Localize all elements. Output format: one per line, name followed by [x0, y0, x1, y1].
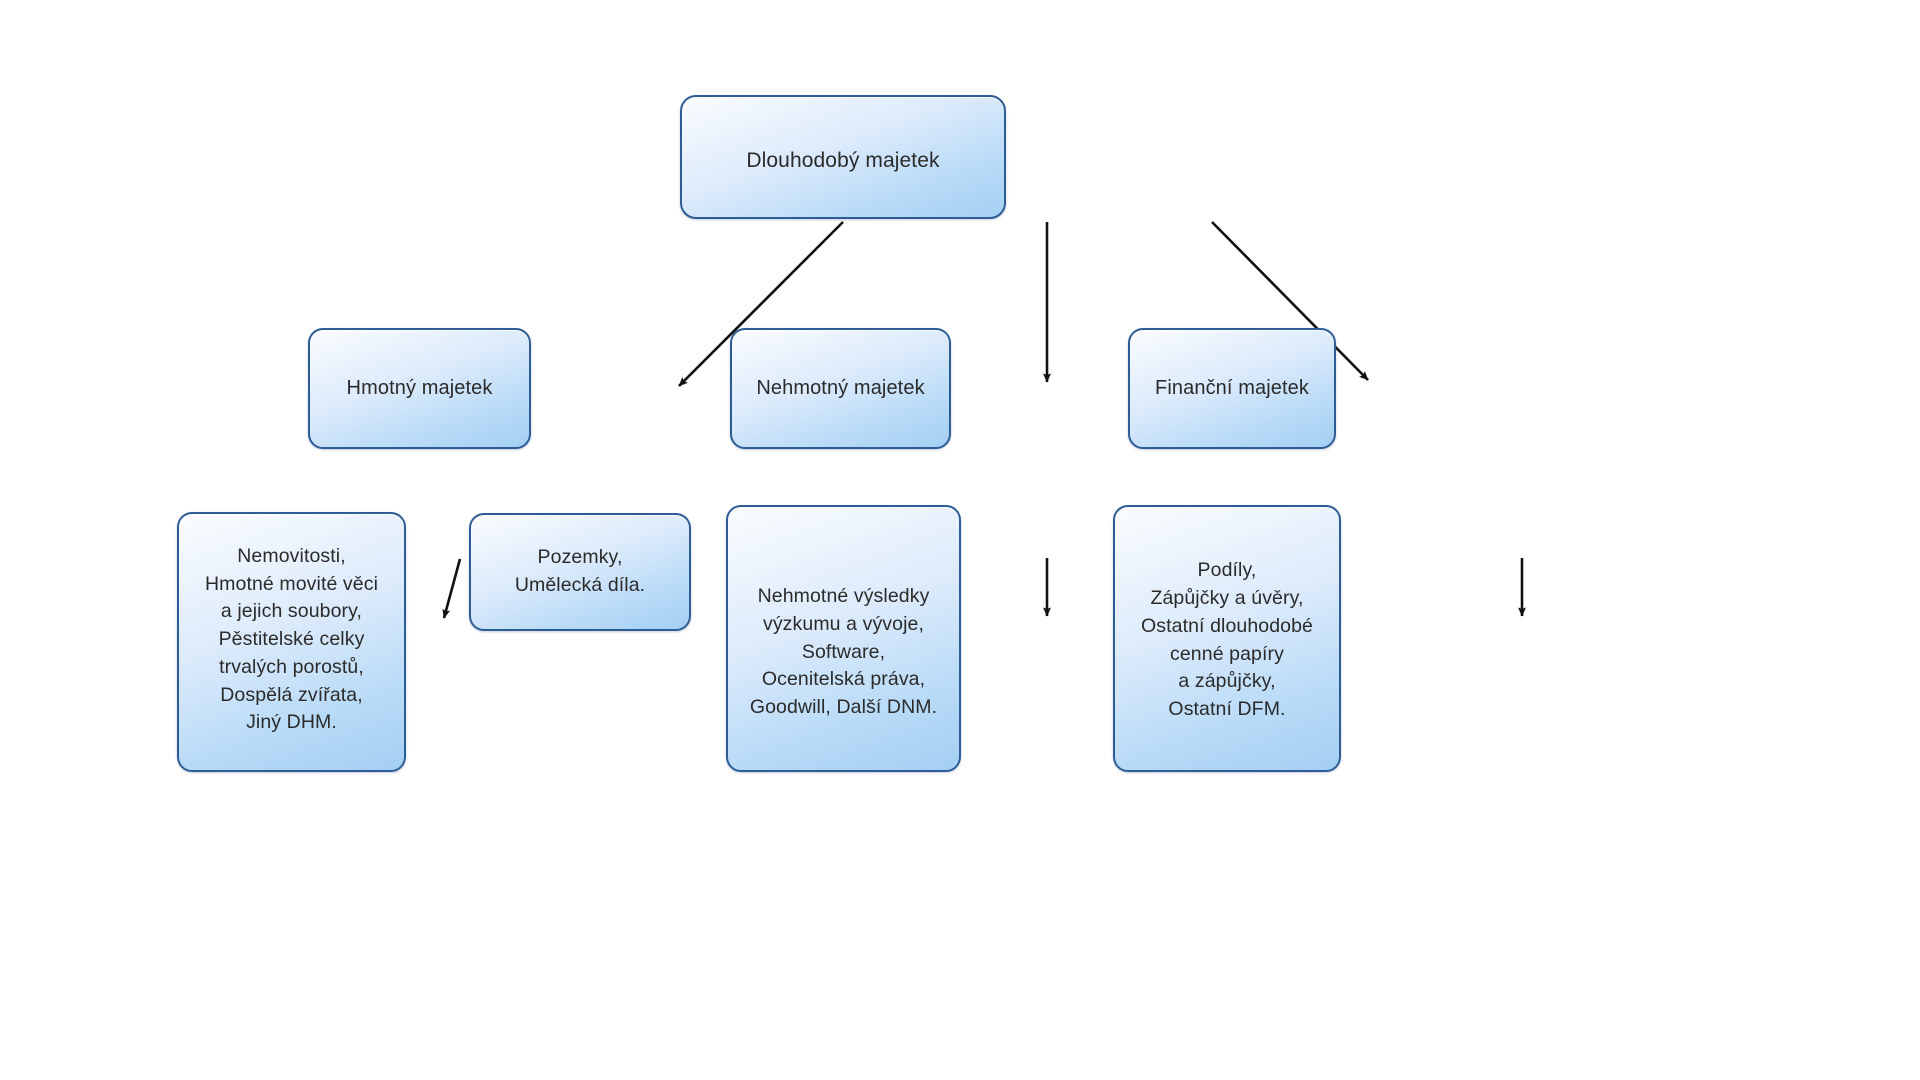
- node-nehmotny-majetek[interactable]: Nehmotný majetek: [730, 328, 951, 449]
- node-label: Nehmotné výsledky výzkumu a vývoje, Soft…: [749, 585, 938, 719]
- node-hmotny-majetek[interactable]: Hmotný majetek: [308, 328, 531, 449]
- node-hmotny-majetek-polozky[interactable]: Nemovitosti, Hmotné movité věci a jejich…: [177, 512, 406, 772]
- node-label: Pozemky, Umělecká díla.: [514, 546, 646, 596]
- node-label: Podíly, Zápůjčky a úvěry, Ostatní dlouho…: [1140, 559, 1313, 720]
- node-dlouhodoby-majetek[interactable]: Dlouhodobý majetek: [680, 95, 1006, 219]
- edge-hmotny-majetek-polozky: [442, 558, 462, 619]
- node-label: Nemovitosti, Hmotné movité věci a jejich…: [204, 545, 379, 734]
- node-label: Dlouhodobý majetek: [746, 149, 940, 173]
- node-label: Finanční majetek: [1155, 377, 1309, 400]
- node-financni-majetek[interactable]: Finanční majetek: [1128, 328, 1336, 449]
- node-pozemky-umelecka-dila[interactable]: Pozemky, Umělecká díla.: [469, 513, 691, 631]
- node-financni-majetek-polozky[interactable]: Podíly, Zápůjčky a úvěry, Ostatní dlouho…: [1113, 505, 1341, 772]
- node-label: Nehmotný majetek: [756, 377, 925, 400]
- node-label: Hmotný majetek: [346, 377, 493, 400]
- node-nehmotny-majetek-polozky[interactable]: Nehmotné výsledky výzkumu a vývoje, Soft…: [726, 505, 961, 772]
